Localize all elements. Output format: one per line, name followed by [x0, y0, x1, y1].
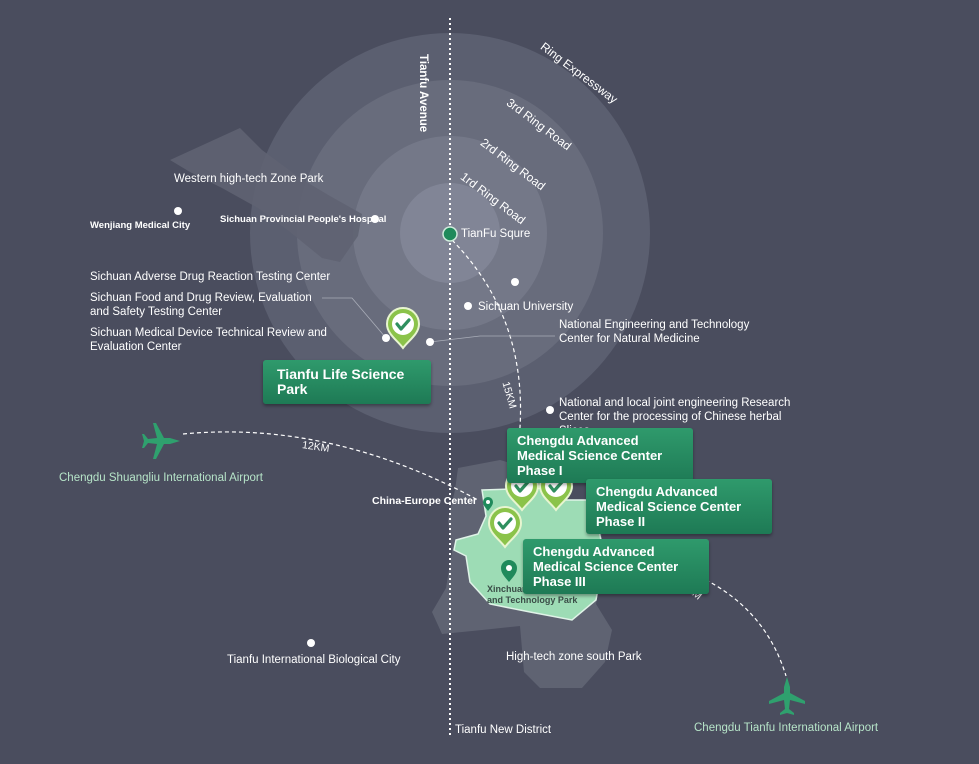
- provincial-hospital-label: Sichuan Provincial People's Hospital: [220, 214, 387, 225]
- medical-device-label: Sichuan Medical Device Technical Review …: [90, 327, 327, 353]
- tianfu-square-label: TianFu Squre: [461, 228, 531, 240]
- wenjiang-label: Wenjiang Medical City: [90, 220, 191, 231]
- dot-unnamed: [511, 278, 519, 286]
- adverse-drug-label: Sichuan Adverse Drug Reaction Testing Ce…: [90, 271, 331, 283]
- dot-bio-city: [307, 639, 315, 647]
- tianfu-airport-label: Chengdu Tianfu International Airport: [694, 722, 879, 734]
- food-drug-label: Sichuan Food and Drug Review, Evaluation…: [90, 292, 312, 318]
- natural-medicine-label: National Engineering and Technology Cent…: [559, 319, 750, 345]
- airplane-icon: [142, 423, 180, 459]
- south-park-label: High-tech zone south Park: [506, 651, 642, 663]
- tianfu-life-science-park-tag: Tianfu Life Science Park: [263, 360, 431, 404]
- dot-natural-medicine: [426, 338, 434, 346]
- phase2-tag: Chengdu Advanced Medical Science Center …: [586, 479, 772, 534]
- dot-sichuan-university: [464, 302, 472, 310]
- tianfu-square-marker: [442, 226, 458, 242]
- china-europe-label: China-Europe Center: [372, 495, 478, 507]
- dot-medical-device: [382, 334, 390, 342]
- airplane-icon: [769, 677, 805, 715]
- location-pin-icon: [483, 497, 493, 511]
- bio-city-label: Tianfu International Biological City: [227, 654, 401, 666]
- dot-wenjiang: [174, 207, 182, 215]
- phase3-tag: Chengdu Advanced Medical Science Center …: [523, 539, 709, 594]
- leader-food-drug: [322, 297, 387, 339]
- phase1-tag: Chengdu Advanced Medical Science Center …: [507, 428, 693, 483]
- dot-provincial-hospital: [371, 215, 379, 223]
- dot-herbal-slices: [546, 406, 554, 414]
- tianfu-avenue-label: Tianfu Avenue: [417, 54, 429, 133]
- location-pin-icon: [501, 560, 517, 582]
- shuangliu-airport-label: Chengdu Shuangliu International Airport: [59, 472, 263, 484]
- sichuan-university-label: Sichuan University: [478, 301, 574, 313]
- route-shuangliu: [182, 431, 479, 501]
- new-district-label: Tianfu New District: [455, 724, 552, 736]
- leader-natural-medicine: [429, 335, 555, 343]
- western-park-label: Western high-tech Zone Park: [174, 173, 324, 185]
- western-zone-shape: [170, 128, 362, 262]
